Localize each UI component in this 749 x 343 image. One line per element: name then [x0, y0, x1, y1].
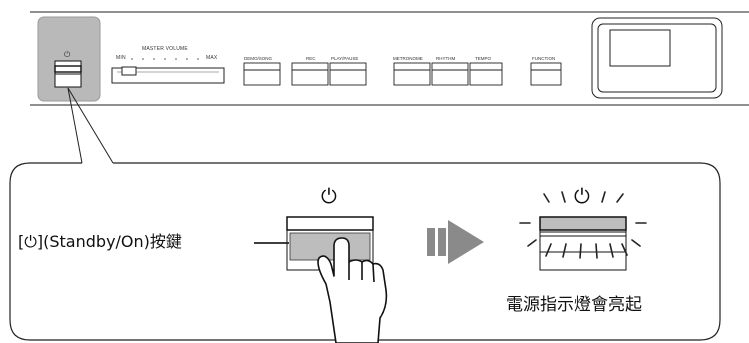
display-screen: [609, 29, 671, 67]
function-label: FUNCTION: [532, 56, 556, 61]
demo-song-button: [243, 62, 281, 86]
leader-line-right: [67, 87, 114, 164]
lit-power-icon: ⏻: [574, 186, 590, 208]
play-pause-button: [329, 62, 367, 86]
metronome-button: [393, 62, 431, 86]
arrow-right: [427, 220, 484, 264]
standby-highlight: [37, 16, 101, 102]
tempo-button: [469, 62, 503, 86]
power-indicator-label: 電源指示燈會亮起: [506, 295, 642, 315]
master-volume-knob: [121, 66, 137, 76]
rhythm-label: RHYTHM: [436, 56, 456, 61]
tempo-label: TEMPO: [475, 56, 492, 61]
master-volume-label: MASTER VOLUME: [142, 46, 188, 52]
pressing-hand: [317, 237, 388, 343]
rec-label: REC: [306, 56, 316, 61]
glow-rays: [519, 191, 647, 259]
min-label: MIN: [116, 55, 126, 61]
volume-dots: [131, 58, 199, 60]
metronome-label: METRONOME: [393, 56, 423, 61]
callout-button-face: [289, 232, 371, 261]
demo-song-label: DEMO/SONG: [244, 56, 273, 61]
callout-power-icon: ⏻: [321, 186, 337, 208]
power-indicator-lamp: [539, 216, 627, 231]
play-pause-label: PLAY/PAUSE: [331, 56, 359, 61]
max-label: MAX: [206, 55, 218, 61]
rec-button: [291, 62, 329, 86]
function-button: [530, 62, 562, 86]
panel-power-icon: ⏻: [64, 50, 71, 59]
standby-button-label: [⏻](Standby/On)按鍵: [18, 232, 182, 251]
leader-line-left: [67, 87, 83, 164]
rhythm-button: [431, 62, 469, 86]
